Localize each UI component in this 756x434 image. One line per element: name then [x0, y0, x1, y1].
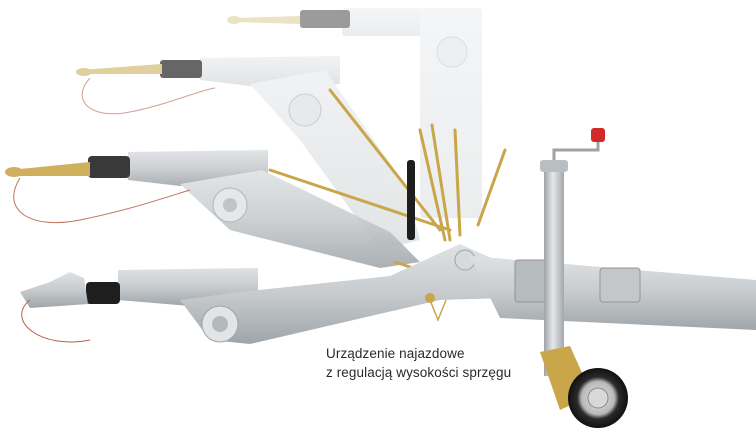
- jockey-wheel: [540, 128, 628, 428]
- drawbar-frame: [470, 256, 756, 330]
- caption: Urządzenie najazdowe z regulacją wysokoś…: [326, 344, 576, 382]
- coupling-position-top-faded: [227, 8, 482, 218]
- jack-handle-knob: [591, 128, 605, 142]
- caption-line-1: Urządzenie najazdowe: [326, 346, 465, 361]
- damper-bellows: [407, 160, 415, 240]
- coupling-position-mid: [5, 150, 420, 268]
- caption-line-2: z regulacją wysokości sprzęgu: [326, 365, 512, 380]
- coupling-position-low: [20, 244, 505, 344]
